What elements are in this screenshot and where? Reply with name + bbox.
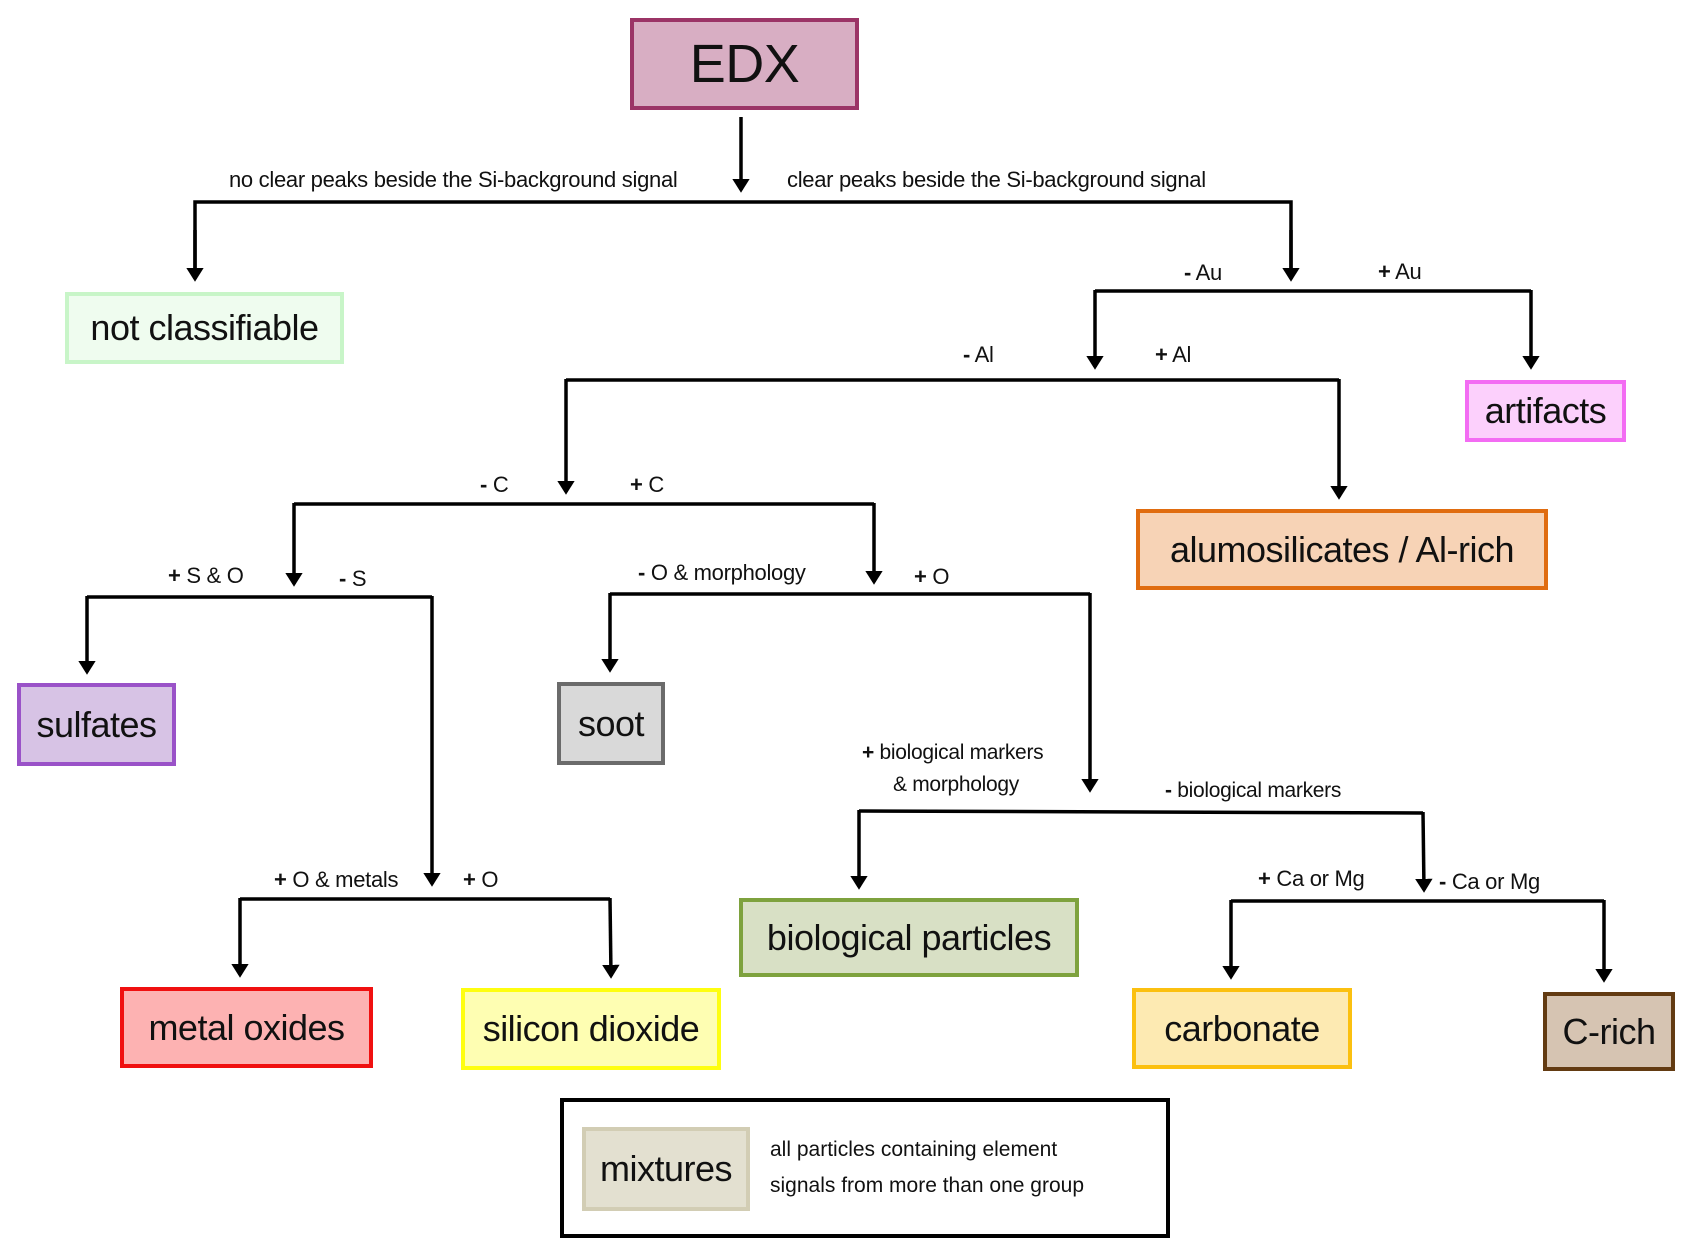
plus-sign: + (463, 867, 476, 892)
plus-sign: + (168, 563, 181, 588)
edge-label-text: O & metals (286, 867, 399, 892)
edge-label-text: Ca or Mg (1270, 866, 1365, 891)
branch-bio (858, 809, 1424, 815)
edge-label-plus-biological-markers: + biological markers (862, 741, 1044, 765)
edge-label-text: Al (970, 342, 994, 367)
edge-label-plus-s-and-o: + S & O (168, 563, 244, 589)
plus-sign: + (630, 472, 643, 497)
node-mixtures: mixtures (582, 1127, 750, 1211)
plus-sign: + (862, 741, 874, 764)
node-c-rich: C-rich (1543, 992, 1675, 1071)
minus-sign: - (963, 342, 971, 367)
node-biological-particles: biological particles (739, 898, 1079, 977)
edge-label-plus-o: + O (914, 564, 949, 590)
edge-label-minus-al: - Al (963, 342, 994, 368)
edge-label-clear-peaks: clear peaks beside the Si-background sig… (787, 167, 1206, 192)
edge-label-no-clear-peaks: no clear peaks beside the Si-background … (229, 167, 678, 192)
node-not-classifiable: not classifiable (65, 292, 344, 364)
node-sulfates: sulfates (17, 683, 176, 766)
node-soot: soot (557, 682, 665, 765)
node-metal-oxides: metal oxides (120, 987, 373, 1068)
minus-sign: - (339, 566, 347, 591)
edge-label-text: Au (1191, 260, 1223, 285)
legend-description-line-1: all particles containing element (770, 1138, 1058, 1161)
node-silicon-dioxide: silicon dioxide (461, 988, 721, 1070)
legend-description-line-2: signals from more than one group (770, 1174, 1085, 1197)
edge-label-and-morphology: & morphology (893, 773, 1019, 796)
minus-sign: - (480, 472, 488, 497)
edge-label-text: biological markers (873, 741, 1044, 764)
plus-sign: + (914, 564, 927, 589)
edge-label-plus-ca-or-mg: + Ca or Mg (1258, 866, 1365, 892)
edge-label-minus-c: - C (480, 472, 509, 498)
edge-label-text: S (346, 566, 367, 591)
branch-edx (193, 200, 1293, 277)
edge-label-minus-o-morphology: - O & morphology (638, 560, 806, 586)
arrow-minus-bio (1415, 811, 1433, 893)
plus-sign: + (1378, 259, 1391, 284)
plus-sign: + (1155, 342, 1168, 367)
edge-label-text: Al (1167, 342, 1192, 367)
edge-label-text: O & morphology (645, 560, 806, 585)
minus-sign: - (1439, 869, 1447, 894)
node-alumosilicates: alumosilicates / Al-rich (1136, 509, 1548, 590)
edge-label-minus-biological-markers: - biological markers (1165, 779, 1341, 803)
minus-sign: - (1165, 779, 1172, 802)
edge-label-minus-ca-or-mg: - Ca or Mg (1439, 869, 1540, 895)
edge-label-minus-s: - S (339, 566, 367, 592)
arrow-silicon-dioxide (602, 897, 620, 979)
edge-label-text: Au (1390, 259, 1422, 284)
edge-label-plus-o-metals: + O & metals (274, 867, 398, 893)
edge-label-text: biological markers (1171, 779, 1342, 802)
plus-sign: + (1258, 866, 1271, 891)
edge-label-text: C (642, 472, 664, 497)
plus-sign: + (274, 867, 287, 892)
minus-sign: - (1184, 260, 1192, 285)
edge-label-text: S & O (180, 563, 244, 588)
edge-label-plus-o-silicon: + O (463, 867, 498, 893)
edge-label-plus-al: + Al (1155, 342, 1191, 368)
edge-label-text: C (487, 472, 509, 497)
minus-sign: - (638, 560, 646, 585)
edge-label-text: O (926, 564, 950, 589)
node-artifacts: artifacts (1465, 380, 1626, 442)
legend-mixtures: mixtures all particles containing elemen… (560, 1098, 1170, 1238)
edge-label-plus-c: + C (630, 472, 664, 498)
node-carbonate: carbonate (1132, 988, 1352, 1069)
edx-root-node: EDX (630, 18, 859, 110)
edge-label-plus-au: + Au (1378, 259, 1422, 285)
edge-label-minus-au: - Au (1184, 260, 1222, 286)
edge-label-text: Ca or Mg (1446, 869, 1540, 894)
legend-description: all particles containing element signals… (770, 1132, 1084, 1204)
edge-label-text: O (475, 867, 499, 892)
